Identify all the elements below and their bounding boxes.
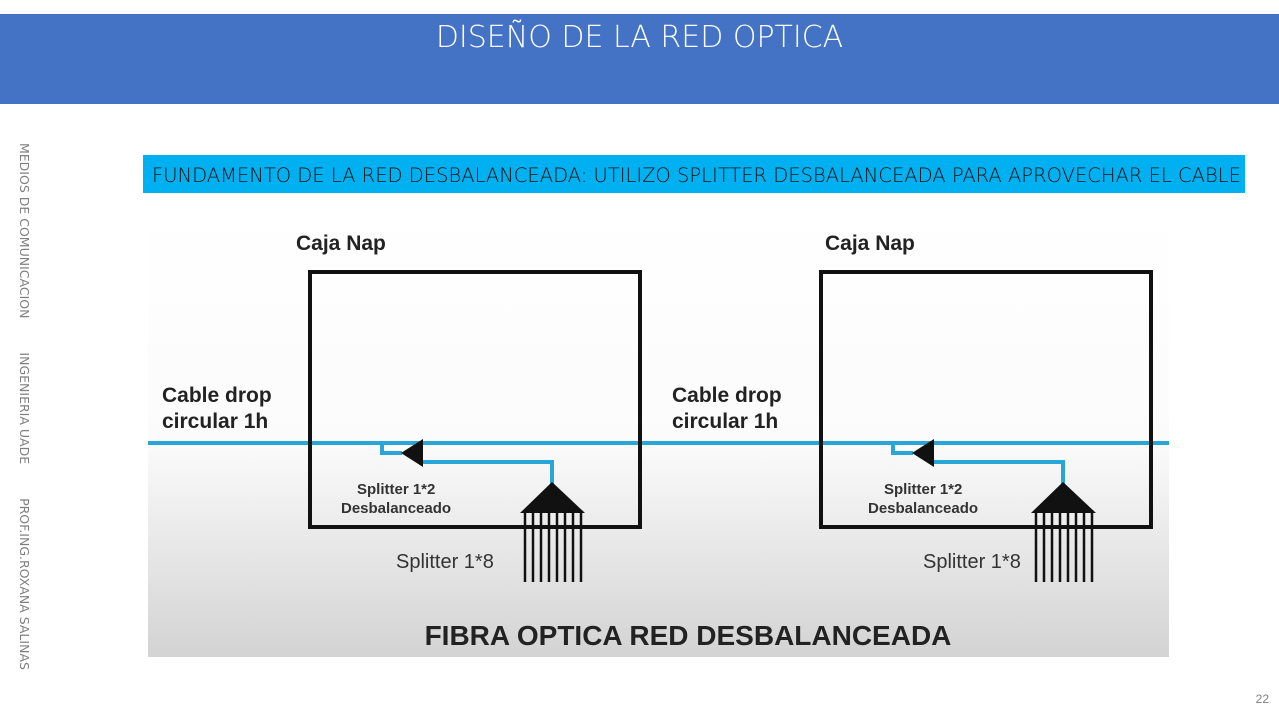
cable-label: Cable drop	[162, 384, 272, 407]
nap-label: Caja Nap	[296, 232, 386, 255]
side-text-professor: PROF.ING.ROXANA SALINAS	[17, 498, 32, 670]
page-number: 22	[1255, 692, 1269, 706]
nap-box-right: Caja Nap Cable drop circular 1h Splitter…	[672, 232, 1153, 584]
cable-label: Cable drop	[672, 384, 782, 407]
side-text-university: INGENIERIA UADE	[17, 352, 32, 465]
splitter-1x2-type: Desbalanceado	[341, 500, 451, 517]
splitter-1x8-label: Splitter 1*8	[396, 551, 494, 573]
cable-label: circular 1h	[672, 410, 778, 433]
slide-title: DISEÑO DE LA RED OPTICA	[435, 20, 844, 55]
side-footer: MEDIOS DE COMUNICACION INGENIERIA UADE P…	[17, 143, 32, 670]
splitter-1x2-type: Desbalanceado	[868, 500, 978, 517]
side-text-course: MEDIOS DE COMUNICACION	[17, 143, 32, 319]
diagram-caption: FIBRA OPTICA RED DESBALANCEADA	[425, 620, 952, 651]
banner-text: FUNDAMENTO DE LA RED DESBALANCEADA: UTIL…	[152, 164, 1241, 187]
diagram-background	[148, 210, 1169, 657]
slide-header	[0, 14, 1279, 104]
nap-label: Caja Nap	[825, 232, 915, 255]
cable-label: circular 1h	[162, 410, 268, 433]
splitter-1x2-label: Splitter 1*2	[884, 481, 962, 498]
splitter-1x2-label: Splitter 1*2	[357, 481, 435, 498]
subtitle-banner: FUNDAMENTO DE LA RED DESBALANCEADA: UTIL…	[143, 155, 1245, 193]
splitter-1x8-label: Splitter 1*8	[923, 551, 1021, 573]
nap-box-left: Caja Nap Cable drop circular 1h Splitter…	[162, 232, 642, 584]
fiber-network-diagram: Caja Nap Cable drop circular 1h Splitter…	[148, 210, 1169, 657]
